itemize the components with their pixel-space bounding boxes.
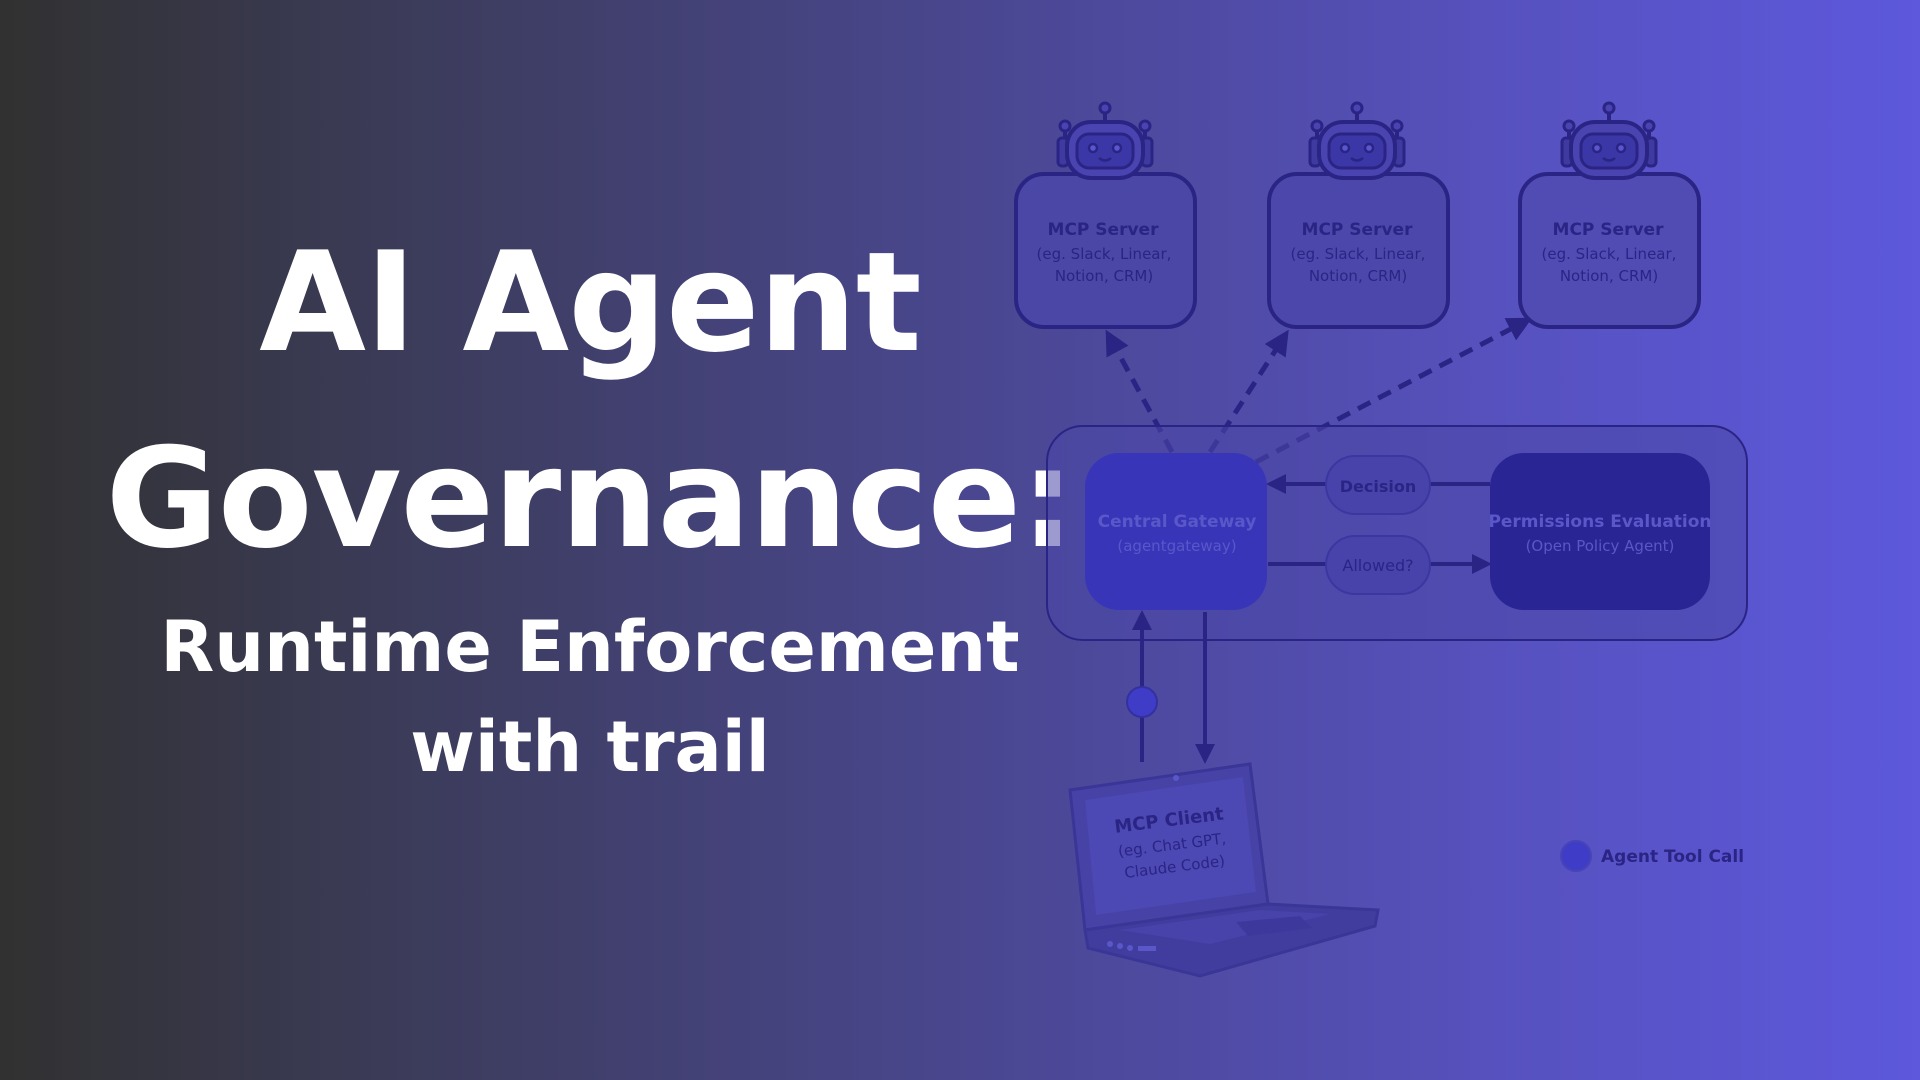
decision-label: Decision: [1340, 477, 1417, 496]
title-line-2: Governance:: [105, 418, 1076, 579]
server-1-label: MCP Server: [1048, 220, 1160, 240]
mcp-server-3: MCP Server (eg. Slack, Linear, Notion, C…: [1518, 101, 1701, 329]
central-gateway: Central Gateway (agentgateway): [1085, 453, 1267, 610]
legend-label: Agent Tool Call: [1601, 847, 1744, 867]
server-2-label: MCP Server: [1302, 220, 1414, 240]
server-3-detail-1: (eg. Slack, Linear,: [1542, 245, 1677, 263]
mcp-server-2: MCP Server (eg. Slack, Linear, Notion, C…: [1267, 101, 1450, 329]
decision-pill: Decision: [1325, 455, 1431, 515]
server-2-detail-1: (eg. Slack, Linear,: [1291, 245, 1426, 263]
permissions-evaluation: Permissions Evaluation (Open Policy Agen…: [1488, 453, 1712, 610]
gateway-detail: (agentgateway): [1117, 537, 1236, 555]
legend: Agent Tool Call: [1560, 840, 1744, 872]
server-2-detail-2: Notion, CRM): [1309, 267, 1407, 285]
title-block: AI Agent Governance: Runtime Enforcement…: [0, 0, 1180, 1080]
server-3-label: MCP Server: [1553, 220, 1665, 240]
laptop-icon: [1068, 762, 1380, 978]
gateway-label: Central Gateway: [1098, 512, 1257, 532]
mcp-client: MCP Client (eg. Chat GPT, Claude Code): [1068, 762, 1380, 978]
subtitle-line-1: Runtime Enforcement: [160, 606, 1020, 688]
title-line-1: AI Agent: [259, 222, 922, 383]
robot-icon: [1308, 101, 1406, 180]
allowed-label: Allowed?: [1342, 556, 1413, 575]
tool-call-dot-icon: [1126, 686, 1158, 718]
permissions-label: Permissions Evaluation: [1488, 512, 1711, 532]
robot-icon: [1560, 101, 1658, 180]
server-3-detail-2: Notion, CRM): [1560, 267, 1658, 285]
allowed-pill: Allowed?: [1325, 535, 1431, 595]
server-1-detail-1: (eg. Slack, Linear,: [1037, 245, 1172, 263]
tool-call-dot-icon: [1560, 840, 1592, 872]
subtitle-line-2: with trail: [410, 706, 770, 788]
permissions-detail: (Open Policy Agent): [1526, 537, 1675, 555]
mcp-server-1: MCP Server (eg. Slack, Linear, Notion, C…: [1014, 101, 1197, 329]
server-1-detail-2: Notion, CRM): [1055, 267, 1153, 285]
robot-icon: [1056, 101, 1154, 180]
